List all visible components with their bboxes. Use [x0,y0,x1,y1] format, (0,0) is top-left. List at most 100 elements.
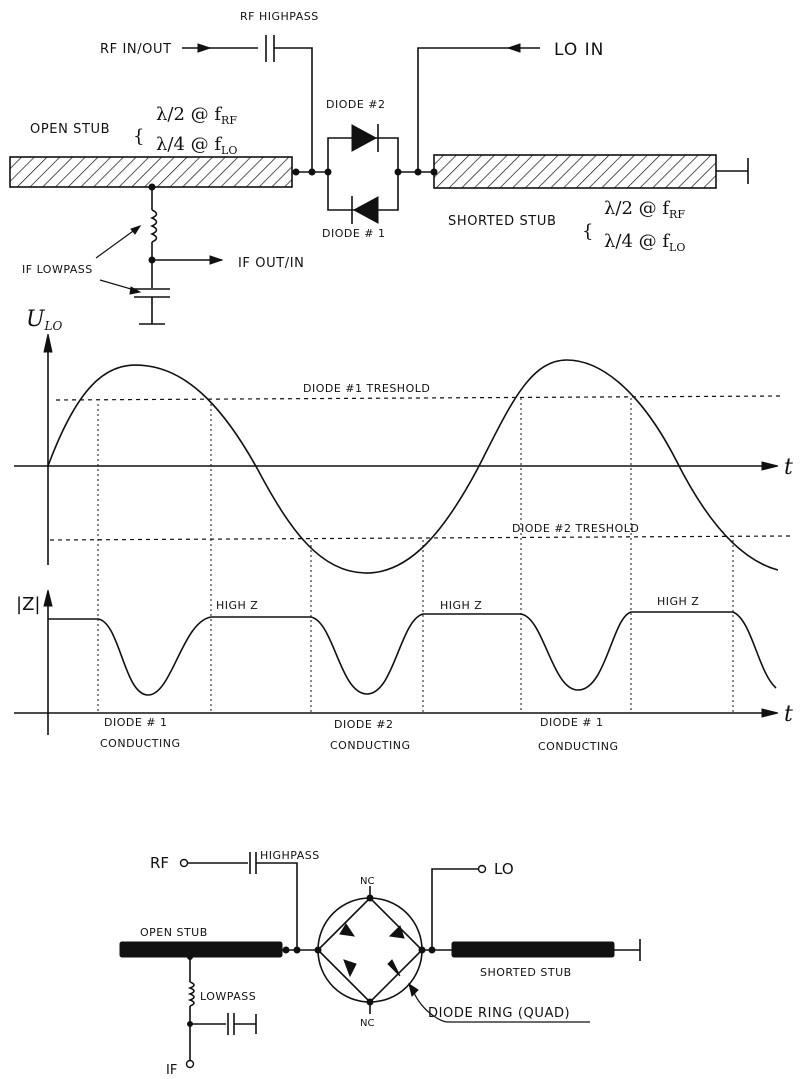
diode-2-threshold-line [49,535,791,541]
ulo-y-label: U [26,307,46,332]
if-capacitor-icon [134,288,170,298]
diode-1-threshold-label: DIODE #1 TRESHOLD [303,382,430,395]
open-stub-freq2-sub: LO [221,144,237,157]
diode-pair-wire [327,137,399,211]
rf-feed-line [274,47,313,172]
if-terminal-icon [185,1059,195,1069]
open-stub-freq1-sub: RF [221,114,237,127]
junction-dot [366,894,374,902]
rf-highpass-label: RF HIGHPASS [240,10,319,23]
svg-text:λ/4 @ fLO: λ/4 @ fLO [156,134,237,157]
diode-1-icon [352,196,379,224]
nc-top-label: NC [360,876,374,887]
junction-dot [394,168,402,176]
conducting-label: CONDUCTING [538,740,619,753]
high-z-label-1: HIGH Z [216,599,258,612]
pointer-arrow-icon [130,225,142,235]
lowpass-label: LOWPASS [200,990,256,1003]
junction-dot [308,168,316,176]
open-stub-label-2: OPEN STUB [140,926,208,939]
if-lowpass-label: IF LOWPASS [22,263,93,276]
pointer-arrow-icon [408,982,419,997]
open-stub-freq1: λ/2 @ f [156,104,222,125]
x-axis-arrow-icon [761,708,779,718]
shorted-stub-label-2: SHORTED STUB [480,966,572,979]
svg-text:λ/4 @ fLO: λ/4 @ fLO [604,231,685,254]
ring-diode-icon [387,959,401,977]
ground-short-icon [716,158,749,184]
open-stub-solid [119,941,283,958]
shorted-stub-ground-icon [614,939,641,961]
rf-in-out-label: RF IN/OUT [100,42,172,57]
time-x-label: t [784,455,793,480]
conducting-label: CONDUCTING [100,737,181,750]
bottom-schematic: RF HIGHPASS OPEN STUB NC NC LO [119,849,641,1078]
lo-wire [431,868,478,950]
nc-bottom-label: NC [360,1018,374,1029]
shorted-stub-freq1-sub: RF [669,208,685,221]
conducting-label: CONDUCTING [330,739,411,752]
lowpass-inductor-icon [187,981,195,1007]
y-axis-arrow-icon [43,333,53,353]
rf-arrow-icon [197,43,212,53]
open-stub-brace-icon: { [133,126,144,147]
if-ground-icon [139,297,165,325]
lowpass-ground-icon [234,1014,257,1034]
rf-label: RF [150,854,169,872]
shorted-stub-solid [451,941,615,958]
diode-2-threshold-label: DIODE #2 TRESHOLD [512,522,639,535]
if-inductor-icon [150,209,158,243]
time-x-label-2: t [784,702,793,727]
if-out-arrow-icon [209,255,224,265]
waveform-chart: ULO t DIODE #1 TRESHOLD DIODE #2 TRESHOL… [14,307,793,712]
diode-1-conducting-label-2: DIODE # 1 [540,716,604,729]
ulo-y-label-sub: LO [44,319,63,333]
lo-label: LO [494,860,514,878]
shorted-stub-freq1: λ/2 @ f [604,198,670,219]
junction-dot [366,998,374,1006]
z-y-label: |Z| [16,594,40,615]
highpass-capacitor-icon [249,852,257,874]
svg-text:λ/2 @ fRF: λ/2 @ fRF [604,198,685,221]
shorted-stub-freq2: λ/4 @ f [604,231,670,252]
lo-terminal-icon [477,864,487,874]
x-axis-arrow-icon [761,461,779,471]
high-z-label-2: HIGH Z [440,599,482,612]
diode-1-label: DIODE # 1 [322,227,386,240]
ring-diode-icon [339,923,356,937]
junction-dot [293,946,301,954]
shorted-stub-label: SHORTED STUB [448,214,556,229]
if-label: IF [166,1063,177,1078]
high-z-label-3: HIGH Z [657,595,699,608]
rf-terminal-icon [179,858,189,868]
lo-arrow-icon [506,43,521,53]
diode-ring-circle [317,897,423,1003]
lo-in-label: LO IN [554,40,604,60]
lo-voltage-waveform [47,359,779,574]
ring-diode-icon [343,959,357,978]
diode-ring-label: DIODE RING (QUAD) [428,1006,570,1021]
diode-1-threshold-line [55,395,781,401]
junction-dot [418,946,426,954]
diode-1-conducting-label: DIODE # 1 [104,716,168,729]
z-axis-arrow-icon [43,589,53,607]
shorted-stub-freq2-sub: LO [669,241,685,254]
diode-ring-pointer-line [411,987,590,1023]
rf-highpass-capacitor-icon [265,35,275,62]
diode-2-conducting-label: DIODE #2 [334,718,394,731]
open-stub-hatched [9,156,293,188]
rf-wire [256,862,298,950]
junction-dot [282,946,290,954]
highpass-label: HIGHPASS [260,849,320,862]
if-out-in-label: IF OUT/IN [238,256,304,271]
top-schematic: RF IN/OUT RF HIGHPASS OPEN STUB { λ/2 @ … [9,10,749,325]
open-stub-label: OPEN STUB [30,122,110,137]
impedance-waveform [48,611,777,696]
impedance-chart: |Z| t HIGH Z HIGH Z HIGH Z DIODE # 1 CON… [14,589,793,753]
shorted-stub-hatched [433,154,717,189]
pointer-arrow-icon [129,286,142,295]
open-stub-freq2: λ/4 @ f [156,134,222,155]
diode-2-icon [351,124,378,152]
